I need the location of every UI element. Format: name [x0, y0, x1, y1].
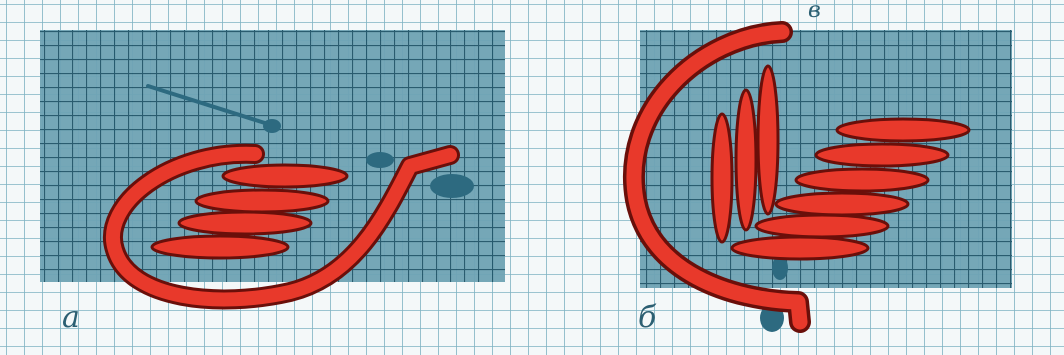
stitch: [223, 165, 347, 187]
stitch: [152, 236, 288, 258]
stitch: [712, 114, 732, 242]
needle-mark-label: в: [808, 0, 821, 23]
stitch: [796, 169, 928, 191]
panel-a-label: а: [62, 300, 80, 335]
stitch: [756, 215, 888, 237]
stitch: [776, 193, 908, 215]
stitch: [196, 190, 328, 212]
panel-b-label: б: [638, 300, 656, 335]
stitch: [837, 119, 969, 141]
stitch: [732, 237, 868, 259]
stitch: [179, 212, 311, 234]
panel-a: [40, 30, 505, 299]
thread-end-shadow: [430, 174, 474, 198]
stitch: [736, 90, 756, 230]
stitch: [816, 144, 948, 166]
stitch: [758, 66, 778, 214]
panel-b: [634, 30, 1012, 332]
needle-eye: [263, 119, 281, 133]
thread-end-shadow: [366, 152, 394, 168]
